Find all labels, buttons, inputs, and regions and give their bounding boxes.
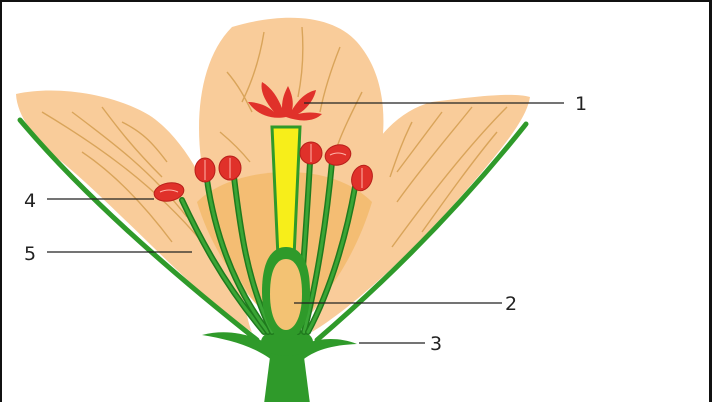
- ovary: [262, 247, 310, 340]
- label-5: 5: [24, 243, 36, 265]
- label-3: 3: [430, 333, 442, 355]
- label-4: 4: [24, 190, 36, 212]
- style: [272, 127, 300, 257]
- label-1: 1: [575, 93, 587, 115]
- label-2: 2: [505, 293, 517, 315]
